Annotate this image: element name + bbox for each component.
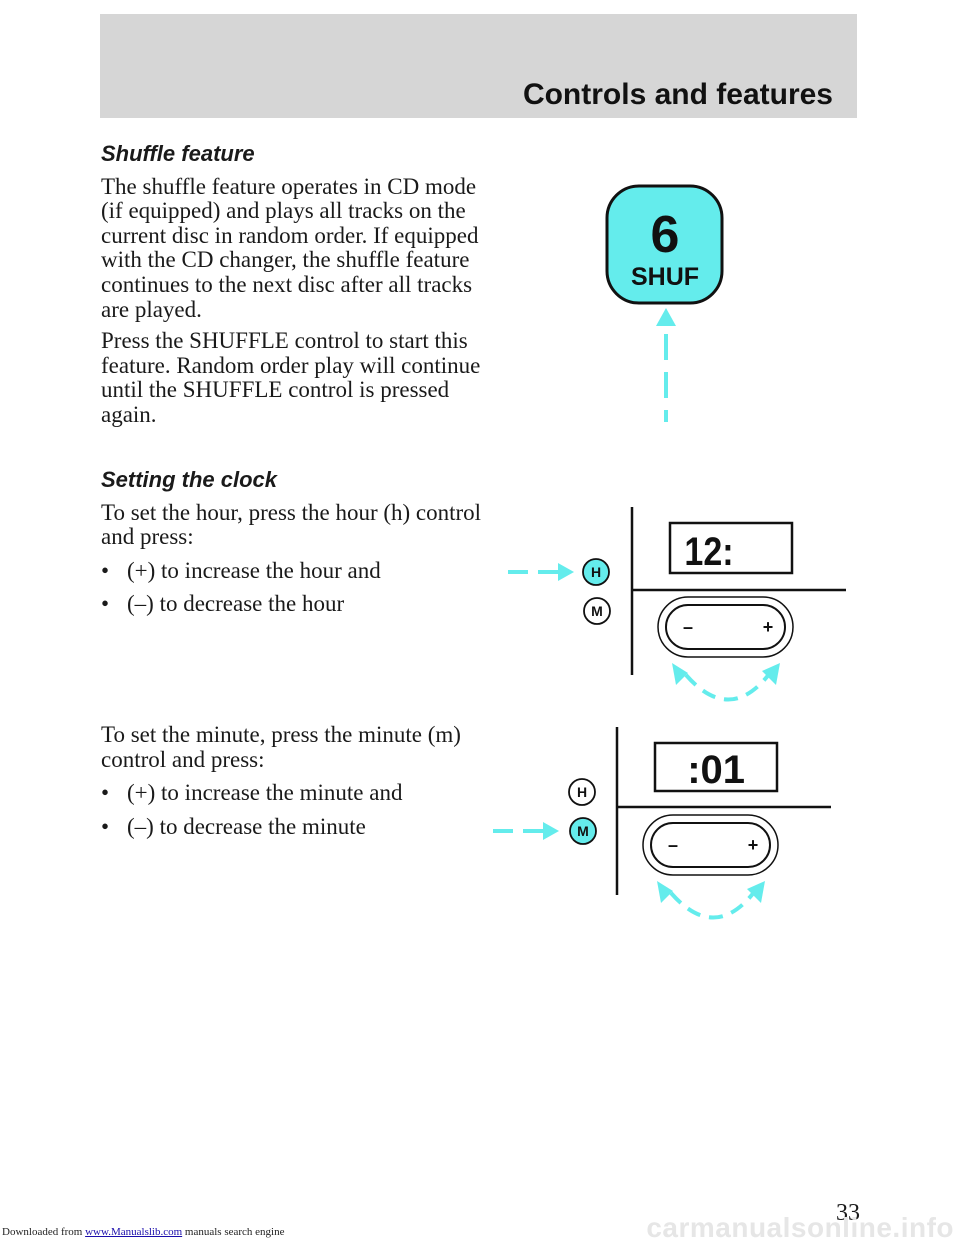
hour-display-text: 12: [684,528,733,573]
shuffle-section: Shuffle feature The shuffle feature oper… [101,141,486,428]
plus-label: + [763,617,774,637]
h-button-label: H [591,564,601,580]
shuf-button-number: 6 [651,206,680,264]
adjust-arc [669,889,757,920]
adjust-arc [684,671,772,702]
hour-clock-figure: 12: H M – + [508,507,846,702]
minute-instructions: To set the minute, press the minute (m) … [101,722,461,772]
clock-heading: Setting the clock [101,467,278,492]
left-arrow-icon [657,881,673,903]
m-button-icon [569,817,597,845]
minute-display-text: :01 [687,748,745,792]
header-band: Controls and features [100,14,857,118]
hour-instructions: To set the hour, press the hour (h) cont… [101,499,482,550]
shuffle-button-figure: 6 SHUF [605,184,724,422]
shuffle-heading: Shuffle feature [101,141,255,166]
left-arrow-icon [672,663,688,685]
manualslib-link[interactable]: www.Manualslib.com [85,1226,183,1238]
right-arrow-icon [558,563,574,581]
minute-bullet-decrease: • (–) to decrease the minute [101,813,366,839]
right-arrow-icon [762,663,780,685]
rocker-switch-icon [665,604,786,650]
rocker-switch-icon [650,822,771,868]
right-arrow-icon [543,822,559,840]
page-title: Controls and features [522,78,833,111]
minus-label: – [683,617,693,637]
clock-minute-section: To set the minute, press the minute (m) … [101,722,486,839]
h-button-icon [582,558,610,586]
m-button-icon [583,597,611,625]
hour-display [668,521,794,575]
minute-clock-figure: :01 H M – + [493,727,831,920]
minute-display [653,741,779,793]
shuffle-paragraph-2: Press the SHUFFLE control to start this … [101,328,481,427]
shuffle-paragraph-1: The shuffle feature operates in CD mode … [101,173,479,322]
m-button-label: M [591,603,603,619]
right-arrow-icon [747,881,765,903]
shuf-button-icon [605,184,724,305]
h-button-icon [568,778,596,806]
page-number: 33 [836,1200,860,1226]
h-button-label: H [577,784,587,800]
watermark: carmanualsonline.info [646,1212,954,1243]
minute-bullet-increase: • (+) to increase the minute and [101,780,403,806]
up-arrow-icon [656,308,676,326]
m-button-label: M [577,823,589,839]
clock-hour-section: Setting the clock To set the hour, press… [101,467,486,617]
minus-label: – [668,835,678,855]
footer-source: Downloaded from www.Manualslib.com manua… [2,1226,285,1238]
shuf-button-label: SHUF [631,263,699,291]
hour-bullet-decrease: • (–) to decrease the hour [101,591,345,617]
plus-label: + [748,835,759,855]
hour-bullet-increase: • (+) to increase the hour and [101,557,381,583]
